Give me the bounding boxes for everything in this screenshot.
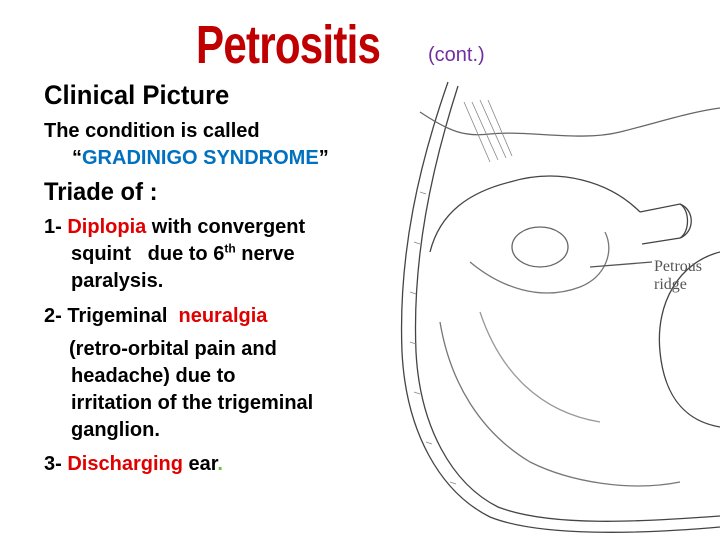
- label-line: ridge: [654, 276, 687, 293]
- item-text: (retro-orbital pain and: [69, 338, 277, 360]
- syndrome-line: “GRADINIGO SYNDROME”: [72, 145, 329, 172]
- item-2: 2- Trigeminal neuralgia (retro-orbital p…: [44, 303, 313, 444]
- section-heading: Clinical Picture: [44, 80, 230, 110]
- slide-title: Petrositis: [196, 15, 381, 75]
- item-text: squint due to 6: [71, 243, 225, 265]
- item-text: irritation of the trigeminal: [71, 392, 314, 414]
- item-text: headache) due to: [71, 365, 236, 387]
- item-3: 3- Discharging ear.: [44, 451, 223, 478]
- label-line: Petrous: [654, 258, 702, 275]
- item-text: Trigeminal: [61, 305, 179, 327]
- slide-title-suffix: (cont.): [428, 44, 485, 66]
- inner-skull-line: [414, 85, 720, 522]
- item-text: paralysis.: [71, 270, 164, 292]
- outer-skull-line: [400, 81, 720, 533]
- item-highlight: neuralgia: [178, 305, 268, 327]
- item-highlight: Diplopia: [67, 216, 147, 238]
- pointer-line: [589, 261, 653, 268]
- item-number: 3-: [44, 453, 62, 475]
- item-text: ganglion.: [71, 419, 160, 441]
- petrous-bone-illustration: [400, 81, 720, 533]
- item-text: with convergent: [146, 216, 306, 238]
- item-number: 1-: [44, 216, 62, 238]
- item-text: ear: [182, 453, 218, 475]
- item-text: nerve: [235, 243, 295, 265]
- item-1: 1- Diplopia with convergent squint due t…: [44, 214, 305, 295]
- item-period: .: [217, 453, 223, 475]
- item-highlight: Discharging: [67, 453, 183, 475]
- close-quote: ”: [318, 147, 329, 169]
- petrous-ridge-label: Petrous ridge: [654, 258, 702, 294]
- open-quote: “: [72, 147, 82, 169]
- fossa-curve: [658, 251, 720, 428]
- item-number: 2-: [44, 305, 62, 327]
- triade-heading: Triade of :: [44, 178, 158, 206]
- intro-line: The condition is called: [44, 120, 260, 142]
- item-superscript: th: [224, 241, 236, 256]
- syndrome-name: GRADINIGO SYNDROME: [82, 147, 319, 169]
